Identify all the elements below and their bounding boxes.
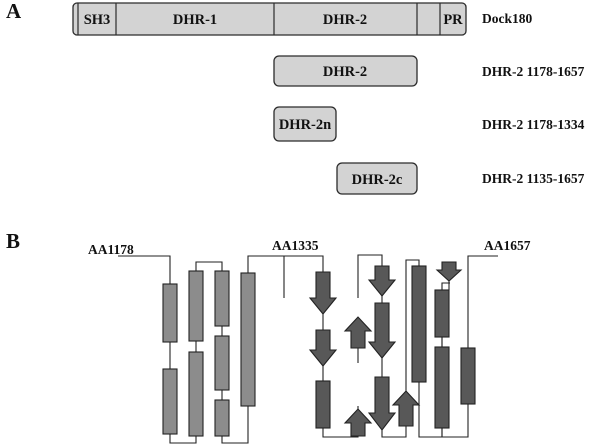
strand-down-arrow — [435, 261, 463, 282]
strand-down-arrow — [367, 302, 397, 359]
helix — [240, 272, 256, 407]
helix — [214, 270, 230, 327]
helix — [188, 270, 204, 342]
construct-dhr2n-range: DHR-2 1178-1334 — [482, 117, 585, 132]
construct-dhr2-box — [273, 55, 418, 87]
helix — [411, 265, 427, 383]
strand-down-arrow — [367, 376, 397, 431]
strand-down-arrow — [308, 329, 338, 367]
panel-b-label: B — [6, 229, 20, 253]
helix — [214, 335, 230, 391]
helix — [460, 347, 476, 405]
residue-marker-aa1657: AA1657 — [484, 238, 531, 253]
helix — [162, 368, 178, 435]
residue-marker-aa1178: AA1178 — [88, 242, 134, 257]
dock180-domain-bar: SH3 DHR-1 DHR-2 PR — [72, 2, 467, 36]
panel-a-label: A — [6, 0, 22, 23]
strand-down-arrow — [308, 271, 338, 315]
strand-down-arrow — [367, 265, 397, 297]
strand-up-arrow — [391, 390, 421, 427]
helix — [434, 289, 450, 338]
residue-marker-aa1335: AA1335 — [272, 238, 319, 253]
strand-up-arrow — [343, 316, 373, 349]
helix — [434, 346, 450, 429]
domain-dhr2-label: DHR-2 — [323, 12, 367, 28]
elements-c-terminal — [308, 261, 476, 437]
construct-dhr2-range: DHR-2 1178-1657 — [482, 64, 585, 79]
strand-up-arrow — [343, 408, 373, 437]
construct-dhr2c-label: DHR-2c — [352, 172, 403, 188]
helix — [188, 351, 204, 437]
construct-dhr2c-box — [336, 162, 418, 195]
construct-dhr2-label: DHR-2 — [323, 64, 367, 80]
dock180-name: Dock180 — [482, 11, 532, 26]
construct-dhr2n-label: DHR-2n — [279, 117, 331, 133]
helix — [162, 283, 178, 343]
helices-n-terminal — [162, 270, 256, 437]
domain-pr-label: PR — [443, 12, 463, 28]
construct-dhr2c-range: DHR-2 1135-1657 — [482, 171, 585, 186]
domain-dhr1-label: DHR-1 — [173, 12, 217, 28]
helix — [315, 380, 331, 429]
helix — [214, 399, 230, 437]
construct-dhr2n-box — [273, 106, 337, 142]
domain-sh3-label: SH3 — [84, 12, 111, 28]
topology-connectors — [118, 254, 498, 444]
dock180-bar-outline — [72, 2, 467, 36]
